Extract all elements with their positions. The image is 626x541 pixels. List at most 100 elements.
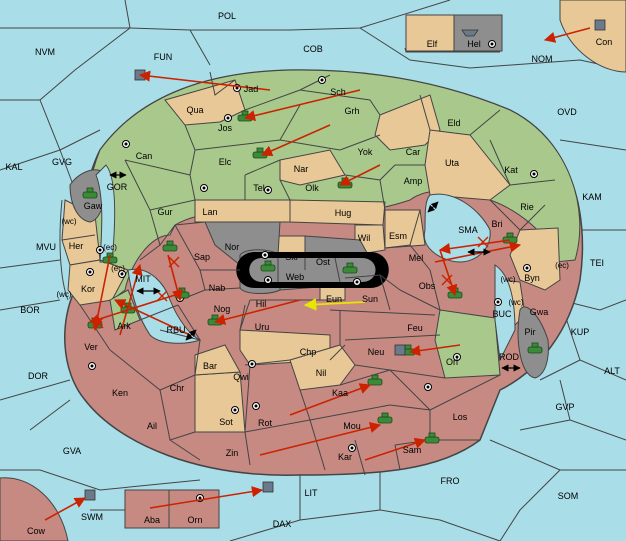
region-qua: [164, 79, 246, 126]
label-tel: Tel: [253, 183, 265, 193]
label-esm: Esm: [389, 231, 407, 241]
label-qua: Qua: [186, 105, 203, 115]
label-ail: Ail: [147, 421, 157, 431]
label-ken: Ken: [112, 388, 128, 398]
label-her: Her: [69, 241, 84, 251]
label-kaa: Kaa: [332, 388, 348, 398]
support-arrow: [303, 298, 366, 311]
cut-marks: [92, 236, 489, 329]
region-esm: [384, 209, 426, 249]
label-kor: Kor: [81, 284, 95, 294]
label-hel: Hel: [467, 39, 481, 49]
label-amp: Amp: [404, 176, 423, 186]
coast-byn-ec: (ec): [555, 261, 569, 270]
label-elc: Elc: [219, 157, 232, 167]
label-grh: Grh: [344, 106, 359, 116]
coast-byn-wc: (wc): [500, 275, 515, 284]
label-alt: ALT: [604, 366, 620, 376]
label-nor: Nor: [225, 242, 240, 252]
label-jad: Jad: [244, 84, 259, 94]
label-gaw: Gaw: [84, 201, 103, 211]
coast-labels: (wc) (ec) (wc) (ec) (wc) (ec) (wc): [56, 217, 569, 307]
label-nar: Nar: [294, 164, 309, 174]
label-bri: Bri: [492, 219, 503, 229]
region-byn: [509, 227, 561, 291]
canal-inner: [249, 258, 376, 282]
label-kal: KAL: [5, 162, 22, 172]
label-nab: Nab: [209, 283, 226, 293]
label-ost: Ost: [316, 257, 331, 267]
label-sma: SMA: [458, 225, 478, 235]
supply-centers: [86, 40, 538, 502]
label-nog: Nog: [214, 304, 231, 314]
label-kar: Kar: [338, 452, 352, 462]
region-orn: [168, 489, 220, 529]
label-web: Web: [286, 272, 304, 282]
label-sam: Sam: [403, 445, 422, 455]
label-con: Con: [596, 37, 613, 47]
coast-gwa-wc: (wc): [508, 298, 523, 307]
label-rod: ROD: [499, 352, 520, 362]
label-nvm: NVM: [35, 47, 55, 57]
label-los: Los: [453, 412, 468, 422]
label-sap: Sap: [194, 252, 210, 262]
label-sun: Sun: [362, 294, 378, 304]
label-cow: Cow: [27, 526, 46, 536]
label-hug: Hug: [335, 208, 352, 218]
label-pol: POL: [218, 11, 236, 21]
label-skr: Skr: [285, 252, 299, 262]
label-bar: Bar: [203, 361, 217, 371]
region-nil: [289, 344, 356, 391]
label-mou: Mou: [343, 421, 361, 431]
label-ark: Ark: [117, 321, 131, 331]
label-som: SOM: [558, 491, 579, 501]
label-kat: Kat: [504, 165, 518, 175]
label-gwa: Gwa: [530, 307, 549, 317]
strait-arrows: [109, 171, 521, 372]
label-byn: Byn: [524, 273, 540, 283]
label-swm: SWM: [81, 512, 103, 522]
label-lan: Lan: [202, 207, 217, 217]
label-feu: Feu: [407, 323, 423, 333]
label-wil: Wil: [358, 233, 371, 243]
label-gur: Gur: [157, 207, 172, 217]
label-gor: GOR: [107, 182, 128, 192]
label-cob: COB: [303, 44, 323, 54]
label-gvg: GVG: [52, 157, 72, 167]
label-qwi: Qwi: [233, 372, 249, 382]
region-elf: [405, 14, 455, 52]
label-rbu: RBU: [166, 325, 185, 335]
label-sch: Sch: [330, 87, 346, 97]
label-ver: Ver: [84, 342, 98, 352]
label-uta: Uta: [445, 158, 459, 168]
label-nil: Nil: [316, 368, 327, 378]
label-gva: GVA: [63, 446, 81, 456]
label-mvu: MVU: [36, 242, 56, 252]
region-nar: [279, 149, 346, 186]
label-bor: BOR: [20, 305, 40, 315]
region-bar: [194, 344, 241, 376]
label-zin: Zin: [226, 448, 239, 458]
label-kup: KUP: [571, 327, 590, 337]
label-car: Car: [406, 147, 421, 157]
label-mel: Mel: [409, 253, 424, 263]
region-aba: [124, 489, 170, 529]
label-fro: FRO: [441, 476, 460, 486]
label-gvp: GVP: [555, 402, 574, 412]
label-nom: NOM: [532, 54, 553, 64]
label-obs: Obs: [419, 281, 436, 291]
coast-kor-wc: (wc): [56, 290, 71, 299]
label-orn: Orn: [187, 515, 202, 525]
label-eld: Eld: [447, 118, 460, 128]
label-pir: Pir: [525, 327, 536, 337]
label-uru: Uru: [255, 322, 270, 332]
coast-her-wc: (wc): [61, 217, 76, 226]
label-neu: Neu: [368, 347, 385, 357]
label-elf: Elf: [427, 39, 438, 49]
coast-her-ec: (ec): [103, 243, 117, 252]
label-sot: Sot: [219, 417, 233, 427]
region-labels: POL NVM FUN COB NOM OVD KAL GVG KAM TEI …: [5, 11, 620, 536]
label-kam: KAM: [582, 192, 602, 202]
label-buc: BUC: [492, 309, 512, 319]
